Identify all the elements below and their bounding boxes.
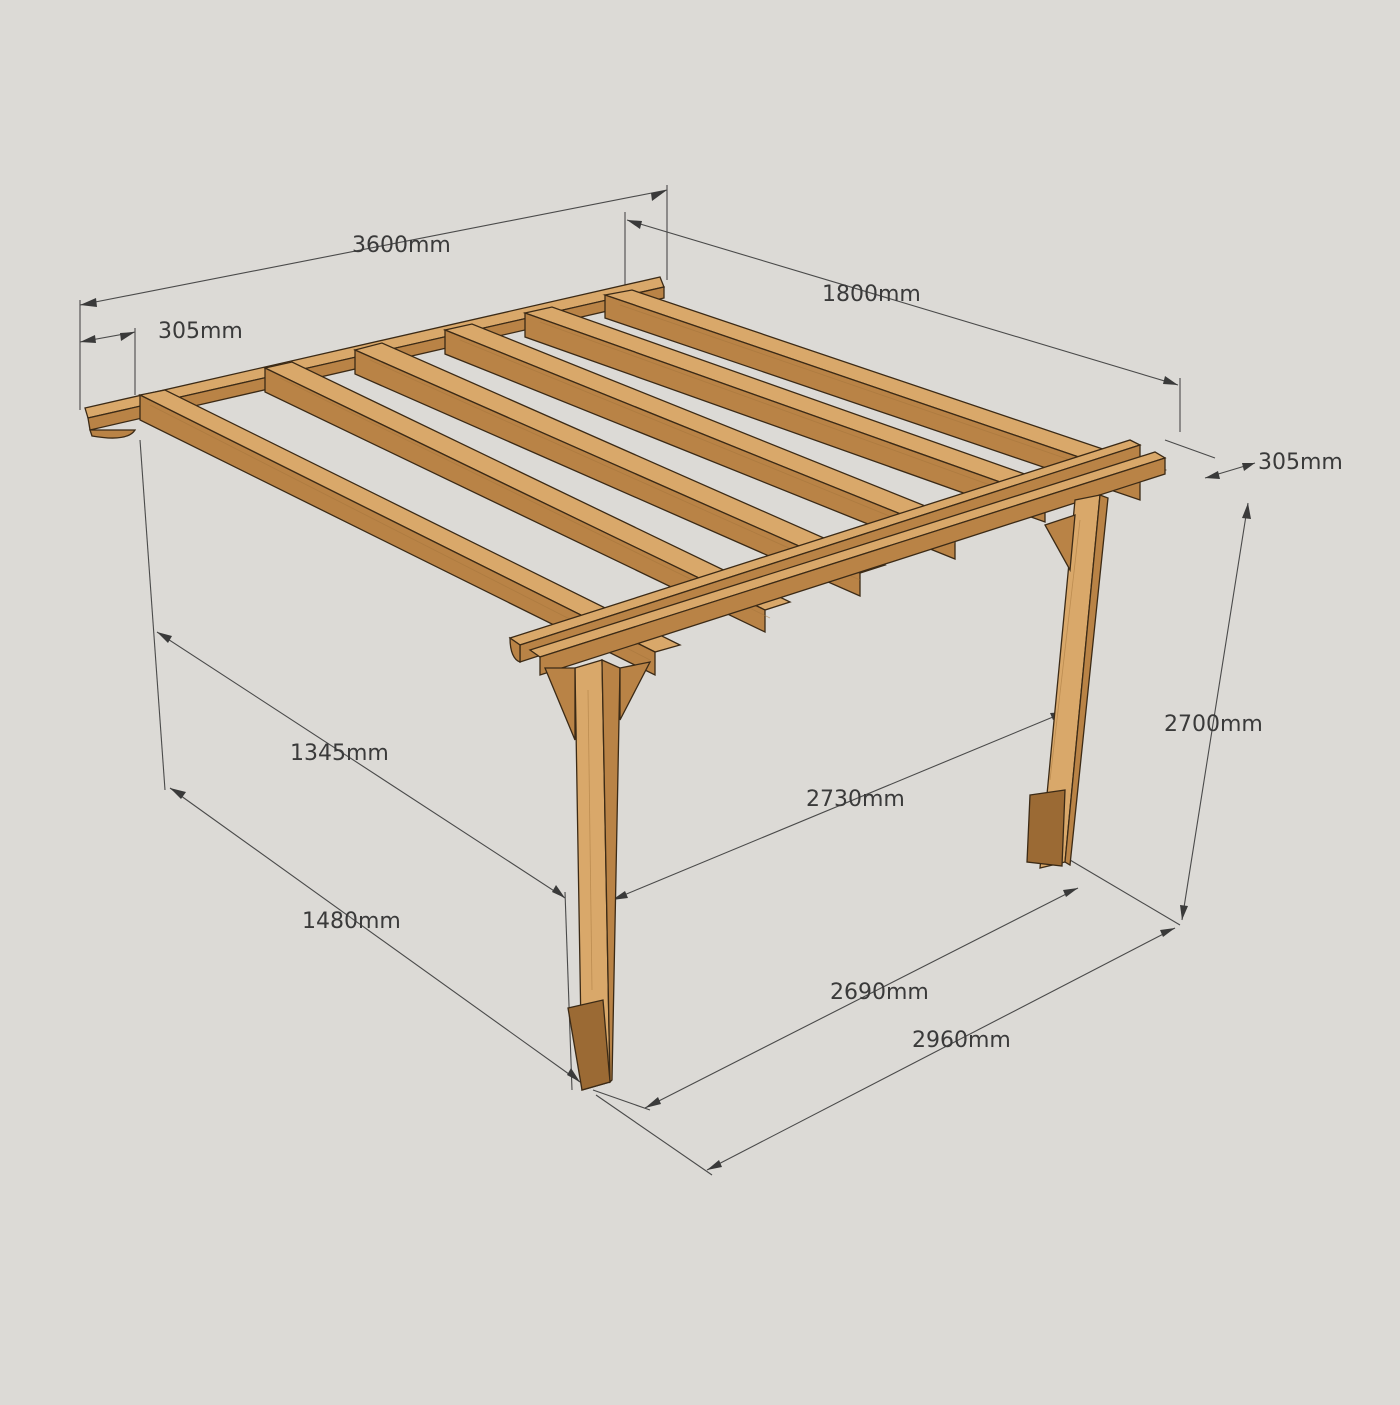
- label-overall-length: 3600mm: [352, 233, 451, 258]
- front-post: [544, 658, 652, 1091]
- label-depth: 1800mm: [822, 282, 921, 307]
- front-beam: [508, 439, 1167, 676]
- label-back-overhang: 305mm: [1258, 450, 1343, 475]
- label-overall-width: 2960mm: [912, 1028, 1011, 1053]
- pergola-structure: [84, 276, 1168, 1091]
- label-post-span-upper: 2730mm: [806, 787, 905, 812]
- dimension-labels: 3600mm 305mm 1800mm 305mm 2700mm 1345mm …: [158, 233, 1343, 1053]
- label-height: 2700mm: [1164, 712, 1263, 737]
- rafters: [138, 289, 1168, 677]
- back-post: [1026, 494, 1109, 869]
- label-outer-span: 1480mm: [302, 909, 401, 934]
- label-post-span-lower: 2690mm: [830, 980, 929, 1005]
- label-front-overhang: 305mm: [158, 319, 243, 344]
- label-inner-span: 1345mm: [290, 741, 389, 766]
